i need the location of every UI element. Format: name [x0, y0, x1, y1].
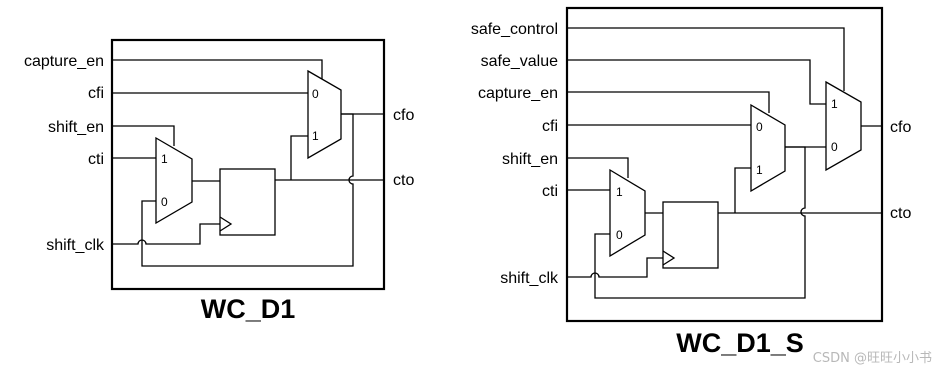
wc-d1-shift-en-label: shift_en	[48, 119, 104, 136]
wc-d1-s-clock-triangle-icon	[662, 250, 676, 266]
wc-d1-s-safe-mux-in1: 1	[831, 97, 838, 111]
wc-d1-shift-mux: 1 0	[155, 136, 193, 225]
wc-d1-s-flip-flop	[662, 201, 719, 269]
wc-d1-s-shift-mux-in0: 0	[616, 228, 623, 242]
wc-d1-s-title: WC_D1_S	[676, 328, 804, 358]
wc-d1-s-shift-en-wire	[567, 157, 629, 178]
wc-d1-s-safe-value-wire	[567, 59, 826, 105]
wc-d1-title: WC_D1	[201, 294, 296, 324]
wc-d1-s-capture-mux-in1: 1	[756, 163, 763, 177]
wc-d1-s-safe-control-wire	[567, 27, 845, 91]
wc-d1-flip-flop	[219, 168, 276, 236]
wc-d1-capture-en-wire	[112, 59, 323, 79]
wc-d1-capture-mux-in0: 0	[312, 87, 319, 101]
wc-d1-s-cfi-label: cfi	[542, 118, 558, 135]
wc-d1-capture-en-label: capture_en	[24, 53, 104, 70]
wc-d1-cti-label: cti	[88, 151, 104, 168]
wc-d1-shift-mux-in0: 0	[161, 195, 168, 209]
wc-d1-capture-loop-wire	[141, 113, 354, 267]
wc-d1-s-shift-clk-wire	[567, 257, 663, 278]
wc-d1-shift-mux-in1: 1	[161, 152, 168, 166]
wc-d1-capture-mux: 0 1	[307, 69, 342, 160]
wc-d1-s-shift-mux-in1: 1	[616, 185, 623, 199]
wc-d1-s-cfo-label: cfo	[890, 119, 911, 136]
wc-d1-shift-en-wire	[112, 125, 175, 146]
wc-d1-cell: capture_en cfi shift_en cti shift_clk cf…	[24, 38, 414, 324]
wc-d1-wires	[112, 59, 384, 267]
wc-d1-ff-feedback-wire	[290, 135, 308, 180]
watermark: CSDN @旺旺小小书	[813, 351, 932, 366]
wc-d1-s-shift-clk-label: shift_clk	[500, 270, 559, 287]
wc-d1-s-cell: safe_control safe_value capture_en cfi s…	[471, 6, 911, 358]
wc-d1-s-safe-control-label: safe_control	[471, 21, 558, 38]
wc-d1-s-shift-en-label: shift_en	[502, 151, 558, 168]
wc-d1-clock-triangle-icon	[219, 216, 233, 232]
wc-d1-s-boundary	[565, 6, 884, 323]
wc-d1-s-capture-en-wire	[567, 91, 770, 113]
wc-d1-s-capture-mux-in0: 0	[756, 120, 763, 134]
wc-d1-s-safe-mux-in0: 0	[831, 140, 838, 154]
wc-d1-s-ff-feedback-wire	[734, 167, 751, 213]
wc-d1-s-capture-en-label: capture_en	[478, 85, 558, 102]
wc-d1-cto-label: cto	[393, 172, 414, 189]
wc-d1-s-cti-label: cti	[542, 183, 558, 200]
wc-d1-boundary	[110, 38, 386, 291]
wc-d1-s-safe-value-label: safe_value	[481, 53, 558, 70]
wc-d1-cfi-label: cfi	[88, 85, 104, 102]
wc-d1-cfo-label: cfo	[393, 107, 414, 124]
wc-d1-s-safe-mux: 1 0	[825, 80, 862, 172]
wc-d1-s-capture-mux: 0 1	[750, 103, 786, 193]
wc-d1-shift-clk-label: shift_clk	[46, 237, 105, 254]
wc-d1-shift-clk-wire	[112, 223, 220, 245]
wc-d1-s-wires	[567, 27, 882, 299]
wc-d1-capture-mux-in1: 1	[312, 129, 319, 143]
wc-d1-s-shift-mux: 1 0	[609, 168, 646, 258]
wc-d1-s-cto-label: cto	[890, 205, 911, 222]
